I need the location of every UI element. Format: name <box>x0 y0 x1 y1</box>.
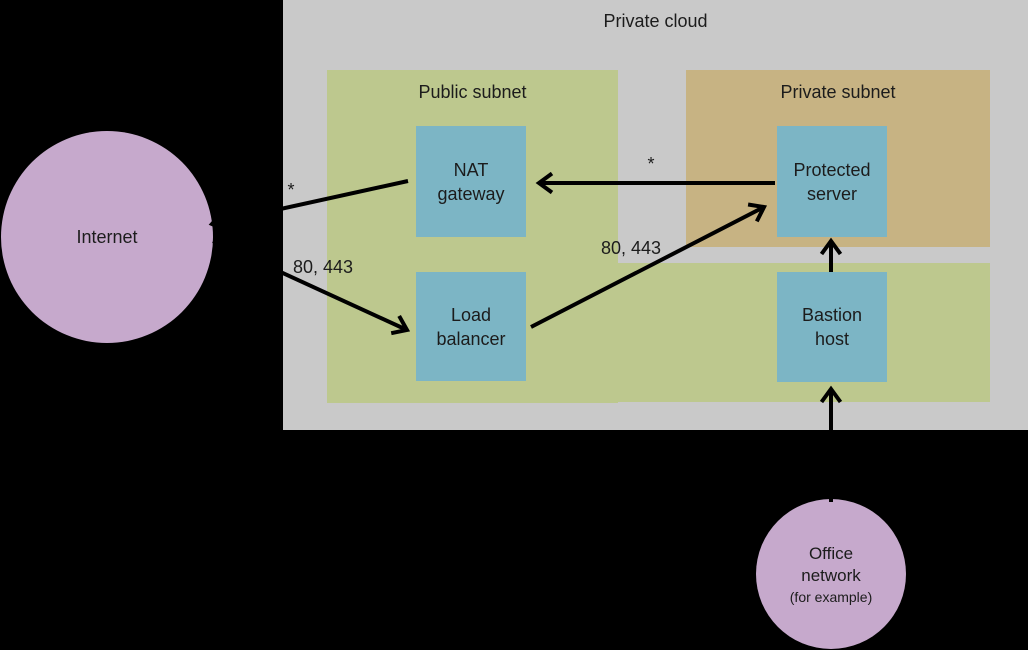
nat-gateway-label: NAT gateway <box>437 159 505 204</box>
edge-label-internet-to-load-balancer: 80, 443 <box>293 257 354 277</box>
public-subnet-label: Public subnet <box>418 82 527 102</box>
nat-gateway-node: NAT gateway <box>416 126 526 237</box>
protected-server-label: Protected server <box>793 159 871 204</box>
bastion-host-label: Bastion host <box>801 305 863 349</box>
private-cloud-label: Private cloud <box>603 11 708 31</box>
private-subnet-label: Private subnet <box>780 82 896 102</box>
edge-label-nat-to-internet: * <box>287 180 295 200</box>
edge-label-server-to-nat: * <box>647 154 655 174</box>
edge-label-lb-to-server: 80, 443 <box>601 238 662 258</box>
protected-server-node: Protected server <box>777 126 887 237</box>
internet-label: Internet <box>76 226 138 247</box>
bastion-host-node: Bastion host <box>777 272 887 382</box>
load-balancer-label: Load balancer <box>436 304 506 349</box>
office-network-label: Office network <box>801 543 861 585</box>
internet-node: Internet <box>1 131 213 343</box>
load-balancer-node: Load balancer <box>416 272 526 381</box>
office-network-note: (for example) <box>789 588 873 605</box>
office-network-node: Office network (for example) <box>756 499 906 649</box>
